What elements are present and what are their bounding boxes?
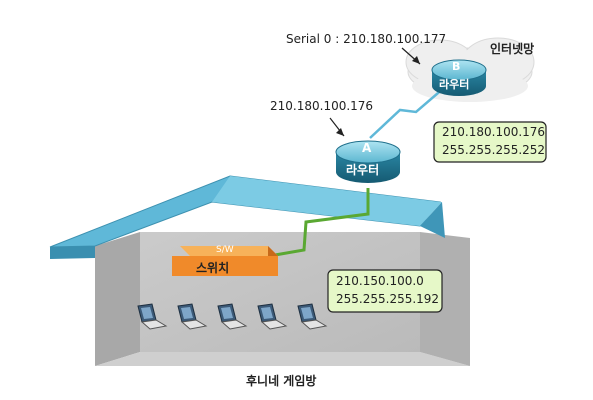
laptop-icon [257, 303, 288, 330]
router-a-letter: A [362, 141, 372, 155]
laptop-icon [177, 303, 208, 330]
router-b-letter: B [452, 60, 461, 73]
wan-ip: 210.180.100.176 [442, 125, 546, 139]
lan-info-box [327, 269, 443, 313]
serial-label: Serial 0 : 210.180.100.177 [286, 32, 447, 46]
laptop-icon [137, 303, 168, 330]
laptop-icon [297, 303, 328, 330]
lan-mask: 255.255.255.192 [336, 292, 440, 306]
switch-name: 스위치 [196, 261, 230, 275]
switch-device [172, 246, 278, 276]
router-a-name: 라우터 [346, 163, 380, 177]
wan-mask: 255.255.255.252 [442, 143, 546, 157]
venue-label: 후니네 게임방 [246, 374, 317, 388]
links [274, 47, 446, 257]
switch-tag: S/W [216, 245, 234, 255]
wan-info-box [433, 121, 547, 163]
router-a [335, 140, 401, 183]
router-a-ip-label: 210.180.100.176 [270, 99, 374, 113]
router-b-name: 라우터 [439, 78, 470, 91]
laptop-icon [217, 303, 248, 330]
router-b [431, 59, 487, 96]
laptop-row [137, 303, 328, 330]
internet-label: 인터넷망 [490, 42, 535, 56]
lan-network: 210.150.100.0 [336, 274, 424, 288]
